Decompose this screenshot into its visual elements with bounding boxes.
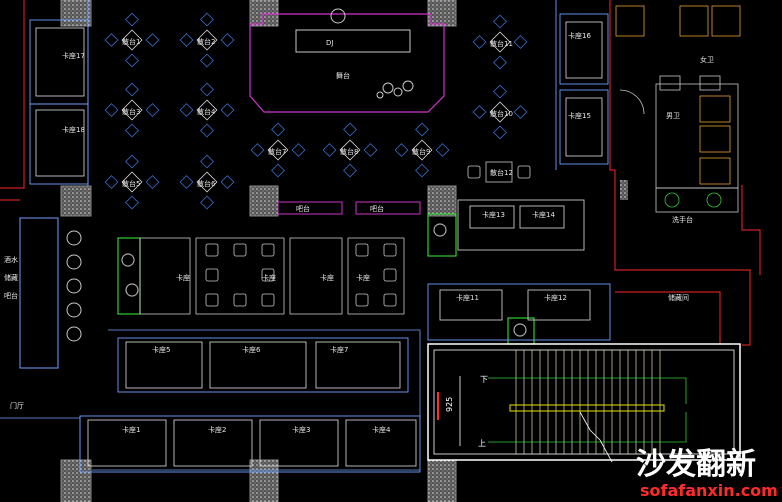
booth-r16-label: 卡座16 <box>568 31 591 40</box>
table-tl5-label: 散台5 <box>122 179 140 188</box>
booth-7-label: 卡座7 <box>330 345 348 354</box>
stair-dim-label: 925 <box>445 397 454 412</box>
table-12-label: 散台12 <box>490 168 513 177</box>
watermark-url: sofafanxin.com <box>640 481 778 500</box>
table-tl3-label: 散台3 <box>122 107 140 116</box>
left-booths <box>29 0 89 186</box>
table-c7-label: 散台7 <box>268 147 286 156</box>
booth-3-label: 卡座3 <box>292 425 310 434</box>
table-r10-label: 散台10 <box>490 109 513 118</box>
right-booths <box>555 0 609 170</box>
sofa-c-label: 卡座 <box>320 273 334 282</box>
stage <box>249 8 445 113</box>
planters <box>117 213 535 345</box>
table-c9-label: 散台9 <box>412 147 430 156</box>
left-wall-1-label: 酒水 <box>4 255 18 264</box>
booths-5-7 <box>117 337 409 393</box>
bars <box>277 201 421 215</box>
booth-5-label: 卡座5 <box>152 345 170 354</box>
booth-13-label: 卡座13 <box>482 210 505 219</box>
dj-label: DJ <box>326 39 333 47</box>
booth-6-label: 卡座6 <box>242 345 261 354</box>
table-tl4-label: 散台4 <box>197 107 216 116</box>
storage-label: 储藏间 <box>668 293 689 302</box>
watermark: 沙发翻新 sofafanxin.com <box>636 447 778 500</box>
left-wall-2-label: 储藏 <box>4 273 18 282</box>
booth-r15-label: 卡座15 <box>568 111 591 120</box>
booth-4-label: 卡座4 <box>372 425 391 434</box>
booth-12-label: 卡座12 <box>544 293 567 302</box>
booth-14-label: 卡座14 <box>532 210 555 219</box>
wc-f-label: 女卫 <box>700 55 714 64</box>
wash-label: 洗手台 <box>672 215 693 224</box>
table-12 <box>467 161 531 183</box>
table-tl6-label: 散台6 <box>197 179 216 188</box>
booth-1-label: 卡座1 <box>122 425 140 434</box>
booths-11-12 <box>427 283 611 341</box>
entrance-label: 门厅 <box>10 401 24 410</box>
sofa-d-label: 卡座 <box>356 273 370 282</box>
table-tl1-label: 散台1 <box>122 37 140 46</box>
sofa-a-label: 卡座 <box>176 273 190 282</box>
booth-left-1-label: 卡座17 <box>62 51 85 60</box>
table-c8-label: 散台8 <box>340 147 358 156</box>
center-sofas <box>139 237 405 315</box>
left-side <box>19 217 82 369</box>
stair-up-label: 上 <box>478 439 486 448</box>
sofa-b-label: 卡座 <box>262 273 276 282</box>
walls <box>0 0 761 346</box>
booth-11-label: 卡座11 <box>456 293 479 302</box>
staircase <box>427 343 741 463</box>
restrooms <box>615 5 741 213</box>
columns <box>60 0 628 502</box>
table-tl2-label: 散台2 <box>197 37 215 46</box>
misc-lines <box>0 329 421 472</box>
booth-2-label: 卡座2 <box>208 425 226 434</box>
booth-left-2-label: 卡座18 <box>62 125 85 134</box>
stage-label: 舞台 <box>336 71 350 80</box>
bar-1-label: 吧台 <box>296 204 310 213</box>
tables-top-left <box>104 12 528 210</box>
bar-2-label: 吧台 <box>370 204 384 213</box>
watermark-title: 沙发翻新 <box>636 447 756 482</box>
wc-m-label: 男卫 <box>666 112 680 120</box>
booths-13-14 <box>457 199 585 251</box>
left-wall-3-label: 吧台 <box>4 291 18 300</box>
stair-top-label: 下 <box>480 375 488 384</box>
table-r11-label: 散台11 <box>490 39 513 48</box>
